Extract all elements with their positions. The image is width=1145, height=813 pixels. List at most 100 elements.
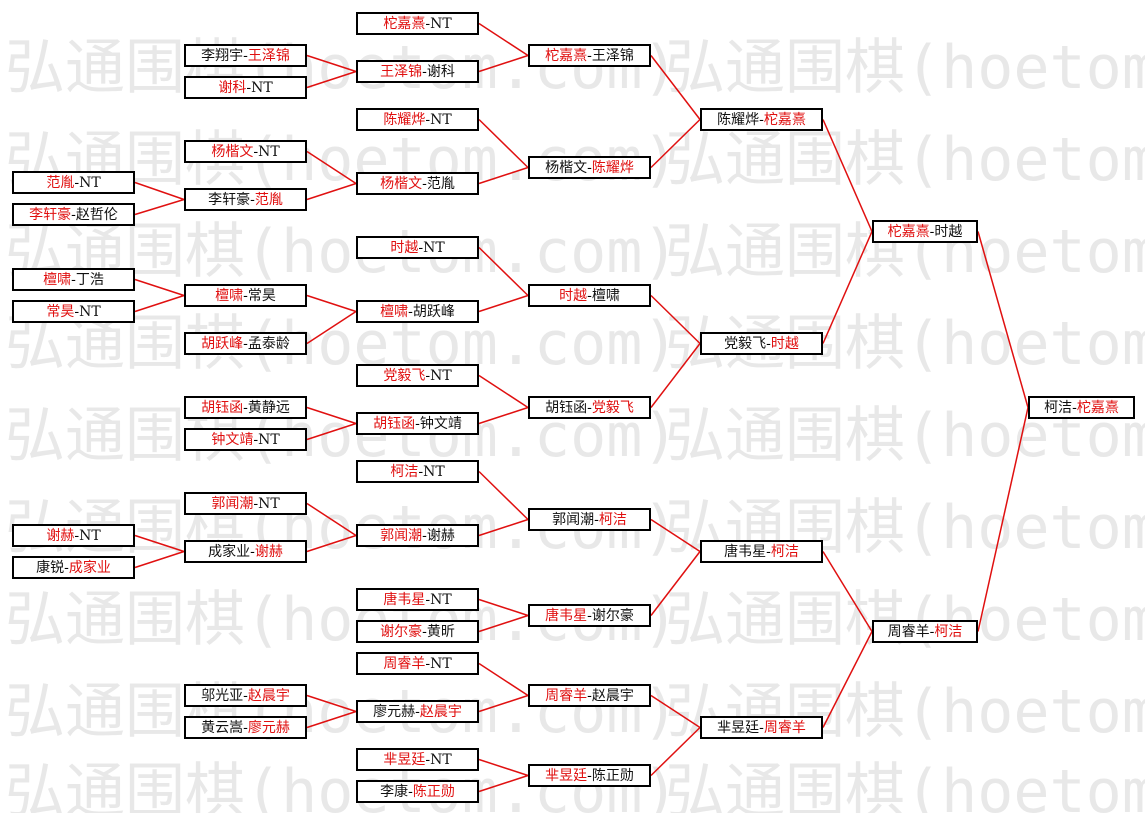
bracket-connector-line (306, 406, 357, 425)
player-name: 钟文靖 (419, 415, 462, 432)
match-box[interactable]: 钟文靖-NT (184, 428, 307, 451)
bracket-connector-line (977, 407, 1029, 632)
match-box[interactable]: 唐韦星-NT (356, 588, 479, 611)
match-box[interactable]: 胡钰函-党毅飞 (528, 396, 651, 419)
player-name: 柁嘉熹 (1076, 399, 1119, 416)
bracket-connector-line (478, 694, 529, 713)
match-box[interactable]: 周睿羊-NT (356, 652, 479, 675)
match-box[interactable]: 谢科-NT (184, 76, 307, 99)
player-name: 廖元赫 (247, 719, 290, 736)
match-box[interactable]: 芈昱廷-周睿羊 (700, 716, 823, 739)
player-name: 陈耀烨 (591, 159, 634, 176)
bracket-connector-line (306, 54, 357, 73)
player-name: 柯洁 (1044, 399, 1073, 416)
watermark-text: 弘通围棋(hoetom.com) (665, 757, 1145, 813)
player-name: NT (430, 751, 452, 768)
player-name: 胡钰函 (201, 399, 244, 416)
match-box[interactable]: 陈耀烨-NT (356, 108, 479, 131)
bracket-connector-line (134, 198, 185, 216)
match-box[interactable]: 谢尔豪-黄昕 (356, 620, 479, 643)
match-box[interactable]: 王泽锦-谢科 (356, 60, 479, 83)
match-box[interactable]: 党毅飞-NT (356, 364, 479, 387)
match-box[interactable]: 常昊-NT (12, 300, 135, 323)
player-name: 柯洁 (598, 511, 627, 528)
match-box[interactable]: 唐韦星-柯洁 (700, 540, 823, 563)
player-name: 柁嘉熹 (763, 111, 806, 128)
player-name: 檀啸 (43, 271, 72, 288)
match-box[interactable]: 柁嘉熹-NT (356, 12, 479, 35)
player-name: 芈昱廷 (545, 767, 588, 784)
bracket-connector-line (306, 502, 357, 537)
match-box[interactable]: 柁嘉熹-时越 (872, 220, 978, 243)
match-box[interactable]: 檀啸-胡跃峰 (356, 300, 479, 323)
player-name: NT (423, 463, 445, 480)
match-box[interactable]: 郭闻潮-NT (184, 492, 307, 515)
match-box[interactable]: 柁嘉熹-王泽锦 (528, 44, 651, 67)
player-name: 赵晨宇 (591, 687, 634, 704)
match-box[interactable]: 芈昱廷-陈正勋 (528, 764, 651, 787)
player-name: 陈耀烨 (717, 111, 760, 128)
player-name: 谢科 (426, 63, 455, 80)
bracket-connector-line (306, 310, 357, 345)
player-name: 檀啸 (215, 287, 244, 304)
bracket-connector-line (306, 294, 357, 313)
match-box[interactable]: 李翔宇-王泽锦 (184, 44, 307, 67)
player-name: 唐韦星 (545, 607, 588, 624)
player-name: 唐韦星 (724, 543, 767, 560)
match-box[interactable]: 黄云嵩-廖元赫 (184, 716, 307, 739)
match-box[interactable]: 成家业-谢赫 (184, 540, 307, 563)
match-box[interactable]: 周睿羊-柯洁 (872, 620, 978, 643)
player-name: NT (430, 591, 452, 608)
match-box[interactable]: 廖元赫-赵晨宇 (356, 700, 479, 723)
match-box[interactable]: 李康-陈正勋 (356, 780, 479, 803)
match-box[interactable]: 檀啸-丁浩 (12, 268, 135, 291)
match-box[interactable]: 胡钰函-黄静远 (184, 396, 307, 419)
match-box[interactable]: 李轩豪-赵哲伦 (12, 203, 135, 226)
match-box[interactable]: 杨楷文-陈耀烨 (528, 156, 651, 179)
match-box[interactable]: 檀啸-常昊 (184, 284, 307, 307)
match-box[interactable]: 周睿羊-赵晨宇 (528, 684, 651, 707)
watermark-text: 弘通围棋(hoetom.com) (665, 33, 1145, 103)
final-match-box[interactable]: 柯洁-柁嘉熹 (1028, 396, 1135, 419)
bracket-connector-line (478, 598, 529, 617)
match-box[interactable]: 康锐-成家业 (12, 556, 135, 579)
player-name: 谢赫 (46, 527, 75, 544)
match-box[interactable]: 时越-NT (356, 236, 479, 259)
bracket-connector-line (306, 70, 357, 89)
player-name: 赵晨宇 (419, 703, 462, 720)
match-box[interactable]: 芈昱廷-NT (356, 748, 479, 771)
player-name: 廖元赫 (373, 703, 416, 720)
player-name: NT (258, 431, 280, 448)
player-name: 柯洁 (390, 463, 419, 480)
bracket-connector-line (650, 343, 701, 408)
player-name: 王泽锦 (591, 47, 634, 64)
match-box[interactable]: 陈耀烨-柁嘉熹 (700, 108, 823, 131)
match-box[interactable]: 范胤-NT (12, 171, 135, 194)
match-box[interactable]: 郭闻潮-谢赫 (356, 524, 479, 547)
match-box[interactable]: 唐韦星-谢尔豪 (528, 604, 651, 627)
match-box[interactable]: 时越-檀啸 (528, 284, 651, 307)
player-name: 王泽锦 (247, 47, 290, 64)
match-box[interactable]: 杨楷文-NT (184, 140, 307, 163)
player-name: 胡跃峰 (201, 335, 244, 352)
player-name: 赵哲伦 (75, 206, 118, 223)
match-box[interactable]: 李轩豪-范胤 (184, 188, 307, 211)
bracket-connector-line (977, 231, 1029, 408)
match-box[interactable]: 杨楷文-范胤 (356, 172, 479, 195)
player-name: 杨楷文 (545, 159, 588, 176)
match-box[interactable]: 胡钰函-钟文靖 (356, 412, 479, 435)
player-name: 陈正勋 (591, 767, 634, 784)
match-box[interactable]: 谢赫-NT (12, 524, 135, 547)
match-box[interactable]: 胡跃峰-孟泰龄 (184, 332, 307, 355)
bracket-connector-line (306, 710, 357, 729)
bracket-connector-line (478, 54, 529, 73)
match-box[interactable]: 党毅飞-时越 (700, 332, 823, 355)
match-box[interactable]: 柯洁-NT (356, 460, 479, 483)
player-name: 常昊 (46, 303, 75, 320)
match-box[interactable]: 邬光亚-赵晨宇 (184, 684, 307, 707)
watermark-text: 弘通围棋(hoetom.com) (665, 125, 1145, 195)
player-name: NT (430, 111, 452, 128)
player-name: 王泽锦 (380, 63, 423, 80)
player-name: 檀啸 (591, 287, 620, 304)
match-box[interactable]: 郭闻潮-柯洁 (528, 508, 651, 531)
